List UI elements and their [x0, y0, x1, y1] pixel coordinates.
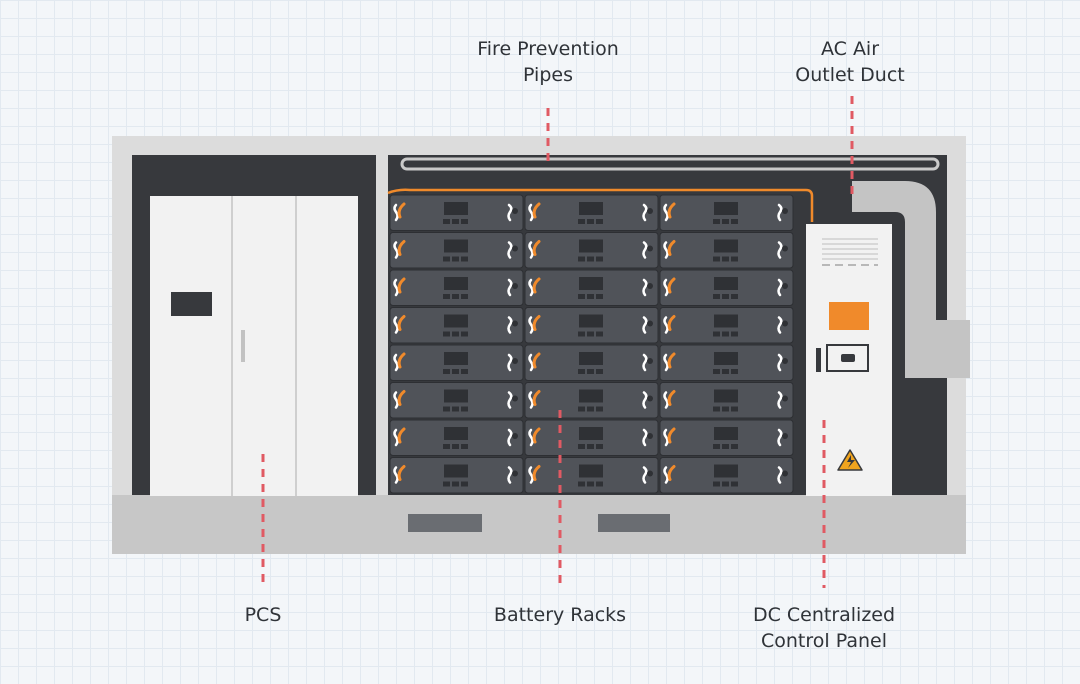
- panel-lock-frame: [826, 344, 869, 372]
- battery-module: [659, 457, 794, 494]
- battery-module: [524, 194, 659, 231]
- label-pcs-text: PCS: [244, 604, 282, 626]
- dc-cable-top: [387, 188, 814, 222]
- pcs-cabinet: [150, 196, 358, 496]
- room-divider: [376, 155, 388, 495]
- label-pcs: PCS: [213, 602, 313, 628]
- battery-module: [659, 419, 794, 456]
- label-battery-racks-text: Battery Racks: [493, 604, 627, 626]
- ac-air-outlet-duct: [852, 181, 970, 378]
- battery-module: [659, 307, 794, 344]
- label-fire-prevention-line1: Fire Prevention: [477, 38, 619, 60]
- label-dc-line1: DC Centralized: [752, 604, 896, 626]
- forklift-slot-right: [598, 514, 670, 532]
- warning-icon: [837, 449, 863, 471]
- battery-module: [524, 232, 659, 269]
- battery-module: [524, 419, 659, 456]
- battery-module: [389, 232, 524, 269]
- fire-prevention-pipe: [400, 157, 940, 171]
- battery-module: [389, 457, 524, 494]
- vent-grille: [822, 238, 878, 266]
- pcs-display: [171, 292, 212, 316]
- control-display: [829, 302, 869, 330]
- label-ac-air-line2: Outlet Duct: [795, 64, 905, 86]
- panel-handle: [816, 348, 821, 372]
- label-ac-air-outlet-duct: AC Air Outlet Duct: [770, 36, 930, 88]
- battery-rack: [524, 194, 659, 494]
- battery-module: [389, 344, 524, 381]
- battery-module: [389, 419, 524, 456]
- label-battery-racks: Battery Racks: [470, 602, 650, 628]
- label-fire-prevention-line2: Pipes: [523, 64, 573, 86]
- battery-module: [659, 232, 794, 269]
- pcs-handle: [241, 330, 245, 362]
- container-base: [112, 495, 966, 554]
- battery-module: [524, 382, 659, 419]
- battery-racks: [389, 194, 794, 494]
- battery-module: [389, 194, 524, 231]
- battery-module: [524, 344, 659, 381]
- dc-control-panel: [806, 224, 892, 496]
- battery-module: [389, 269, 524, 306]
- battery-module: [659, 382, 794, 419]
- battery-module: [524, 269, 659, 306]
- panel-lock: [841, 354, 855, 362]
- battery-rack: [659, 194, 794, 494]
- battery-module: [524, 457, 659, 494]
- battery-module: [659, 269, 794, 306]
- battery-module: [524, 307, 659, 344]
- battery-module: [659, 194, 794, 231]
- battery-module: [389, 307, 524, 344]
- label-dc-line2: Control Panel: [761, 630, 887, 652]
- battery-module: [659, 344, 794, 381]
- leader-lines: [261, 96, 854, 588]
- forklift-slot-left: [408, 514, 482, 532]
- label-ac-air-line1: AC Air: [820, 38, 880, 60]
- battery-rack: [389, 194, 524, 494]
- label-fire-prevention-pipes: Fire Prevention Pipes: [443, 36, 653, 88]
- label-dc-control-panel: DC Centralized Control Panel: [724, 602, 924, 654]
- battery-module: [389, 382, 524, 419]
